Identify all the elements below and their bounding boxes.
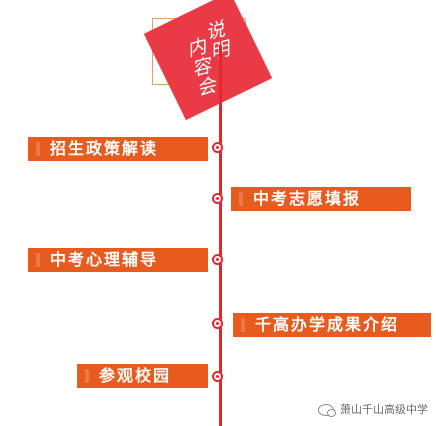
timeline-line bbox=[219, 45, 222, 426]
timeline-node-1 bbox=[212, 142, 223, 153]
watermark-text: 萧山千山高级中学 bbox=[340, 403, 428, 416]
wechat-icon bbox=[318, 404, 336, 417]
timeline-item-campus-tour: 参观校园 bbox=[77, 364, 208, 388]
timeline-item-policy: 招生政策解读 bbox=[28, 137, 208, 161]
timeline-item-counseling: 中考心理辅导 bbox=[28, 248, 208, 272]
timeline-node-5 bbox=[212, 371, 223, 382]
timeline-node-3 bbox=[212, 254, 223, 265]
timeline-node-4 bbox=[212, 318, 223, 329]
timeline-item-achievements: 千高办学成果介绍 bbox=[233, 313, 431, 337]
timeline-item-application: 中考志愿填报 bbox=[231, 187, 411, 211]
watermark: 萧山千山高级中学 bbox=[318, 401, 428, 417]
timeline-node-2 bbox=[212, 193, 223, 204]
